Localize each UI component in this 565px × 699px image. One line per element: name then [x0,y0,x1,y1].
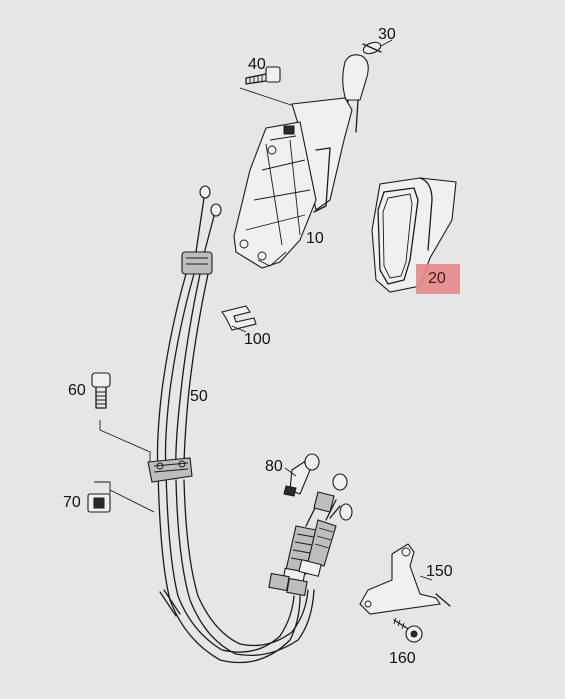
part-80-ball-socket [283,453,320,497]
callout-160: 160 [389,650,416,667]
part-cable-ends-bottom [268,473,353,597]
part-70-nut-clip [87,481,155,513]
callout-10: 10 [306,230,324,247]
callout-20-highlighted: 20 [416,264,460,294]
callout-60: 60 [68,382,86,399]
callout-150: 150 [426,563,453,580]
callout-40: 40 [248,56,266,73]
callout-70: 70 [63,494,81,511]
part-10-shifter-housing [233,97,353,269]
callout-30: 30 [378,26,396,43]
part-cable-ends-top [181,185,222,275]
part-100-clip [221,305,257,333]
part-160-bolt [393,617,423,643]
part-40-bolt [239,66,301,109]
part-60-screw [91,372,151,462]
callout-50: 50 [190,388,208,405]
part-50-cable-assembly [147,273,315,664]
callout-100: 100 [244,331,271,348]
part-150-bracket [359,543,451,615]
part-30-clip [362,39,393,55]
callout-80: 80 [265,458,283,475]
